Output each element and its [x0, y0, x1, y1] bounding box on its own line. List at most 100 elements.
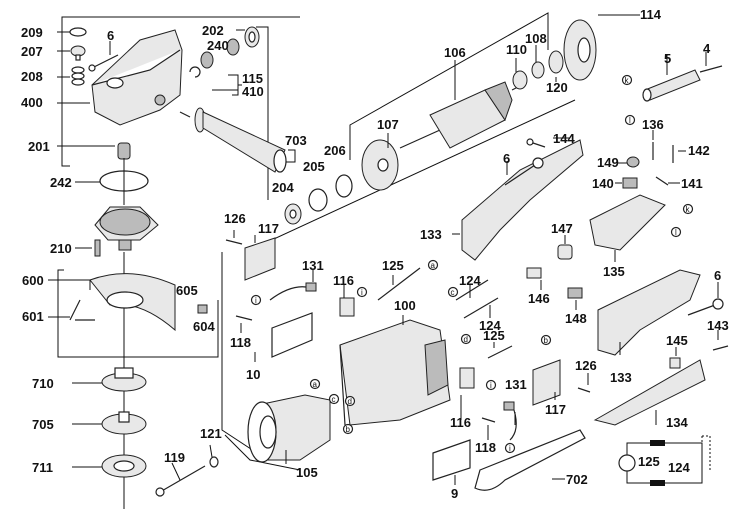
wheel-guard-600-part: [69, 273, 176, 332]
part-label-208: 208: [21, 69, 43, 84]
svg-text:i: i: [490, 381, 492, 390]
armature-group-bracket: [349, 12, 549, 160]
part-label-6c: 6: [714, 268, 721, 283]
part-label-210: 210: [50, 241, 72, 256]
wire-marker-a1: a: [427, 259, 439, 271]
wire-marker-b2: b: [342, 423, 354, 435]
fan-107-part: [361, 139, 399, 191]
wire-marker-d1: d: [460, 333, 472, 345]
part-label-131: 131: [302, 258, 324, 273]
bearing-202-part: [244, 26, 260, 48]
part-label-105: 105: [296, 465, 318, 480]
brush-131b-part: [503, 401, 517, 441]
part-label-207: 207: [21, 44, 43, 59]
part-label-9: 9: [451, 486, 458, 501]
switch-part-140: [622, 177, 638, 189]
spanner-702-part: [474, 429, 586, 491]
part-label-118: 118: [230, 335, 251, 350]
part-label-144: 144: [553, 131, 575, 146]
plunger-149-part: [626, 156, 640, 168]
screw-210-part: [94, 239, 101, 257]
screw-118b-part: [481, 417, 496, 423]
svg-text:l: l: [629, 116, 631, 125]
part-label-107: 107: [377, 117, 399, 132]
schematic-label-124: 124: [668, 460, 690, 475]
part-label-126b: 126: [575, 358, 597, 373]
part-label-120: 120: [546, 80, 568, 95]
screw-6-part: [88, 54, 119, 72]
nut-604-part: [197, 304, 208, 314]
flange-705-part: [101, 411, 147, 435]
motor-housing-100-part: [339, 319, 451, 426]
wire-124a-part: [455, 279, 489, 301]
part-label-605: 605: [176, 283, 198, 298]
svg-text:c: c: [332, 395, 336, 404]
svg-text:d: d: [464, 335, 468, 344]
part-label-106: 106: [444, 45, 466, 60]
part-label-410: 410: [242, 84, 264, 99]
switch-135-part: [589, 194, 666, 251]
spring-208-part: [71, 66, 85, 86]
pinion-410-part: [200, 51, 214, 69]
part-label-705: 705: [32, 417, 54, 432]
svg-text:d: d: [348, 397, 352, 406]
part-label-204: 204: [272, 180, 294, 195]
wire-marker-i3: i: [485, 379, 497, 391]
part-label-147: 147: [551, 221, 573, 236]
label-plate-9-part: [432, 439, 471, 481]
schematic-label-125: 125: [638, 454, 660, 469]
svg-text:a: a: [313, 380, 318, 389]
guide-line: [224, 434, 301, 471]
brush-holder-117a-part: [244, 237, 276, 281]
part-label-116: 116: [333, 273, 354, 288]
svg-text:i: i: [255, 296, 257, 305]
wire-marker-l1: l: [624, 114, 636, 126]
leader-lines: [48, 14, 719, 485]
svg-text:i: i: [361, 288, 363, 297]
part-label-711: 711: [32, 460, 53, 475]
brush-holder-116a-part: [339, 297, 355, 317]
wire-marker-k2: k: [682, 203, 694, 215]
part-label-240: 240: [207, 38, 229, 53]
part-label-601: 601: [22, 309, 44, 324]
wire-marker-d2: d: [344, 395, 356, 407]
wire-marker-i4: i: [504, 442, 516, 454]
flange-711-part: [101, 454, 147, 478]
wire-marker-c2: c: [328, 393, 340, 405]
cap-147-part: [557, 244, 573, 260]
part-label-201: 201: [28, 139, 50, 154]
part-label-145: 145: [666, 333, 688, 348]
svg-text:i: i: [509, 444, 511, 453]
wire-marker-i2: i: [356, 286, 368, 298]
part-label-703: 703: [285, 133, 307, 148]
bearing-108-part: [531, 61, 545, 79]
part-label-604: 604: [193, 319, 215, 334]
cord-sleeve-5-part: [642, 69, 701, 102]
part-label-143: 143: [707, 318, 729, 333]
wire-marker-c1: c: [447, 286, 459, 298]
part-label-118b: 118: [475, 440, 496, 455]
bearing-plate-114-part: [563, 19, 597, 81]
handle-half-133b-part: [597, 269, 701, 356]
part-label-140: 140: [592, 176, 614, 191]
wire-124b-part: [463, 297, 499, 319]
part-label-135: 135: [603, 264, 625, 279]
gearhead-group-bracket-right: [256, 26, 269, 200]
screw-6c-part: [687, 298, 724, 316]
part-label-149: 149: [597, 155, 619, 170]
clip-145-part: [669, 357, 681, 369]
part-label-5: 5: [664, 51, 671, 66]
cord-4-part: [699, 65, 723, 73]
part-label-133: 133: [420, 227, 442, 242]
part-label-242: 242: [50, 175, 72, 190]
part-label-136: 136: [642, 117, 664, 132]
part-label-125b: 125: [483, 328, 505, 343]
screw-126a-part: [225, 239, 243, 245]
wire-marker-i1: i: [250, 294, 262, 306]
brush-holder-117b-part: [532, 359, 561, 406]
washer-121-part: [209, 456, 219, 468]
wire-marker-b1: b: [540, 334, 552, 346]
guard-group-bracket: [57, 269, 219, 358]
screw-118a-part: [235, 315, 253, 321]
